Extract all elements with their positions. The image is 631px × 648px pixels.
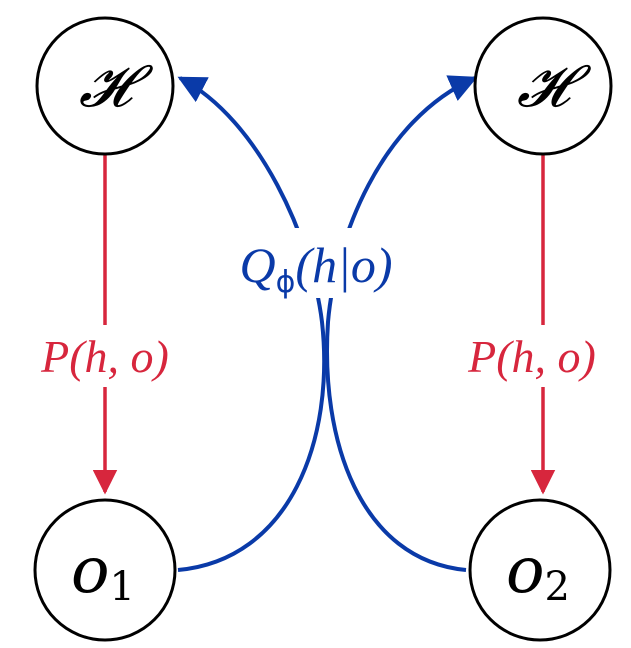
inference-label-subscript: ϕ xyxy=(276,265,296,300)
hidden-node-right: 𝓗 xyxy=(473,16,613,156)
inference-arrow-right xyxy=(325,75,478,572)
observation-node-2: o2 xyxy=(468,498,612,642)
generative-label-right: P(h, o) xyxy=(467,331,596,382)
observation-node-2-base: o xyxy=(506,534,545,608)
inference-label-backdrop xyxy=(190,228,440,298)
observation-node-1: o1 xyxy=(33,498,177,642)
observation-node-1-base: o xyxy=(71,534,110,608)
hidden-node-left: 𝓗 xyxy=(35,16,175,156)
observation-node-2-subscript: 2 xyxy=(545,564,570,610)
generative-label-left-backdrop xyxy=(10,325,200,387)
inference-label-rest: (h|o) xyxy=(295,237,392,293)
inference-label: Qϕ(h|o) xyxy=(240,237,393,300)
observation-node-1-label: o1 xyxy=(71,534,135,610)
generative-label-right-backdrop xyxy=(437,325,627,387)
inference-label-main: Q xyxy=(240,237,276,293)
inference-arrow-left xyxy=(177,76,327,572)
generative-label-left: P(h, o) xyxy=(40,331,169,382)
observation-node-2-label: o2 xyxy=(506,534,570,610)
observation-node-1-subscript: 1 xyxy=(110,564,135,610)
